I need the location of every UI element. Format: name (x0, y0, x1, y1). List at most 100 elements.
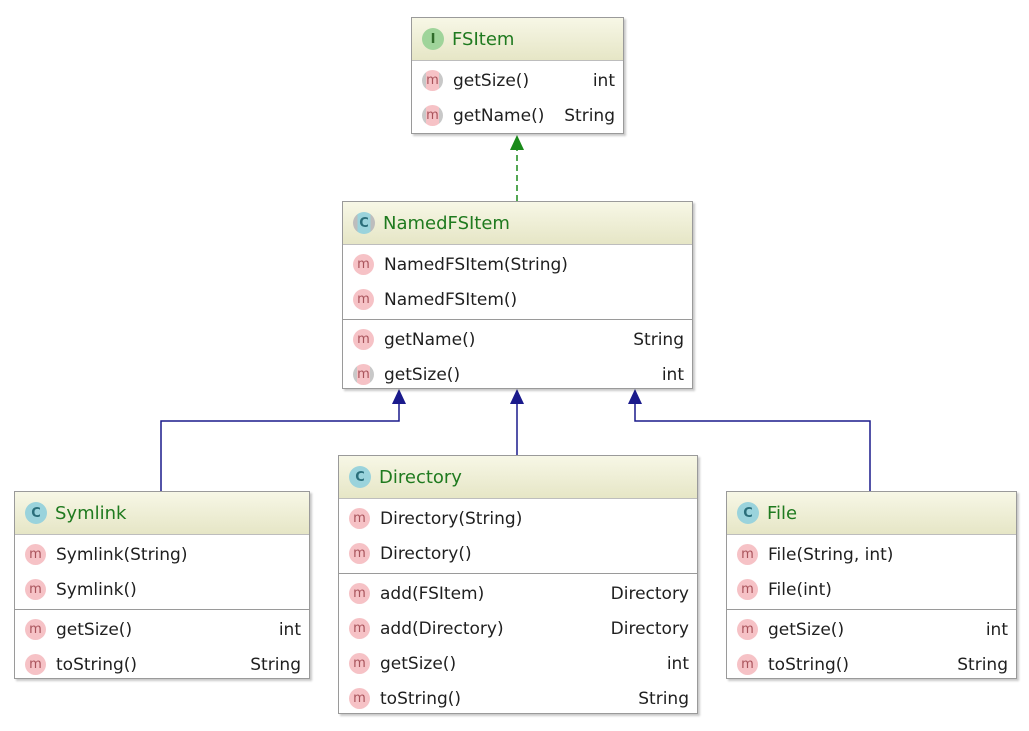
node-header: C File (727, 492, 1016, 535)
method-type: Directory (610, 583, 689, 604)
constructor-row[interactable]: m Directory(String) (339, 501, 697, 536)
method-name: add(FSItem) (380, 583, 485, 604)
constructor-row[interactable]: m NamedFSItem() (343, 282, 692, 317)
abstract-method-icon: m (422, 105, 443, 126)
method-icon: m (25, 579, 46, 600)
interface-icon: I (422, 28, 444, 50)
methods-section: m getName() String m getSize() int (343, 320, 692, 394)
node-header: C NamedFSItem (343, 202, 692, 245)
constructor-row[interactable]: m File(String, int) (727, 537, 1016, 572)
node-title: FSItem (452, 28, 515, 50)
method-icon: m (349, 583, 370, 604)
method-type: int (666, 653, 689, 674)
abstract-method-icon: m (422, 70, 443, 91)
method-type: int (661, 364, 684, 385)
node-file[interactable]: C File m File(String, int) m File(int) m… (726, 491, 1017, 679)
constructor-row[interactable]: m Directory() (339, 536, 697, 571)
method-type: String (638, 688, 689, 709)
method-icon: m (25, 544, 46, 565)
method-name: getName() (384, 329, 476, 350)
method-row[interactable]: m toString() String (339, 681, 697, 716)
method-icon: m (353, 289, 374, 310)
edge-extends-file (634, 404, 871, 491)
method-icon: m (349, 618, 370, 639)
method-row[interactable]: m getSize() int (339, 646, 697, 681)
abstract-class-icon: C (353, 212, 375, 234)
constructor-name: Directory() (380, 543, 472, 564)
constructor-row[interactable]: m File(int) (727, 572, 1016, 607)
node-title: Directory (379, 466, 462, 488)
method-row[interactable]: m toString() String (727, 647, 1016, 682)
method-icon: m (349, 653, 370, 674)
edge-extends-symlink (160, 404, 400, 491)
class-icon: C (737, 502, 759, 524)
methods-section: m getSize() int m getName() String (412, 61, 623, 135)
method-type: String (957, 654, 1008, 675)
method-type: int (278, 619, 301, 640)
constructor-name: File(int) (768, 579, 832, 600)
method-icon: m (25, 654, 46, 675)
method-name: getSize() (56, 619, 133, 640)
constructor-name: File(String, int) (768, 544, 894, 565)
node-symlink[interactable]: C Symlink m Symlink(String) m Symlink() … (14, 491, 310, 679)
node-header: C Directory (339, 456, 697, 499)
method-type: String (564, 105, 615, 126)
node-title: File (767, 502, 798, 524)
method-icon: m (737, 579, 758, 600)
method-name: getSize() (380, 653, 457, 674)
method-icon: m (349, 688, 370, 709)
constructor-row[interactable]: m Symlink() (15, 572, 309, 607)
method-name: getName() (453, 105, 545, 126)
method-icon: m (25, 619, 46, 640)
method-row[interactable]: m add(Directory) Directory (339, 611, 697, 646)
method-row[interactable]: m getName() String (412, 98, 623, 133)
node-directory[interactable]: C Directory m Directory(String) m Direct… (338, 455, 698, 714)
constructors-section: m Symlink(String) m Symlink() (15, 535, 309, 610)
node-title: Symlink (55, 502, 127, 524)
method-name: getSize() (768, 619, 845, 640)
node-fsitem[interactable]: I FSItem m getSize() int m getName() Str… (411, 17, 624, 134)
method-row[interactable]: m add(FSItem) Directory (339, 576, 697, 611)
method-type: int (592, 70, 615, 91)
constructors-section: m NamedFSItem(String) m NamedFSItem() (343, 245, 692, 320)
method-row[interactable]: m getSize() int (343, 357, 692, 392)
node-header: C Symlink (15, 492, 309, 535)
method-name: toString() (380, 688, 462, 709)
node-header: I FSItem (412, 18, 623, 61)
class-icon: C (25, 502, 47, 524)
arrowhead-file (628, 389, 642, 404)
method-name: getSize() (453, 70, 530, 91)
method-type: int (985, 619, 1008, 640)
constructor-row[interactable]: m Symlink(String) (15, 537, 309, 572)
methods-section: m add(FSItem) Directory m add(Directory)… (339, 574, 697, 718)
method-row[interactable]: m getSize() int (727, 612, 1016, 647)
method-type: String (633, 329, 684, 350)
method-row[interactable]: m getSize() int (412, 63, 623, 98)
method-name: getSize() (384, 364, 461, 385)
constructor-name: NamedFSItem() (384, 289, 518, 310)
method-name: toString() (56, 654, 138, 675)
arrowhead-implements (510, 135, 524, 150)
method-row[interactable]: m getName() String (343, 322, 692, 357)
arrowhead-directory (510, 389, 524, 404)
methods-section: m getSize() int m toString() String (727, 610, 1016, 684)
constructor-row[interactable]: m NamedFSItem(String) (343, 247, 692, 282)
method-name: add(Directory) (380, 618, 504, 639)
method-icon: m (349, 508, 370, 529)
constructor-name: NamedFSItem(String) (384, 254, 568, 275)
constructor-name: Symlink(String) (56, 544, 188, 565)
constructor-name: Directory(String) (380, 508, 523, 529)
method-icon: m (737, 619, 758, 640)
method-icon: m (349, 543, 370, 564)
methods-section: m getSize() int m toString() String (15, 610, 309, 684)
method-row[interactable]: m toString() String (15, 647, 309, 682)
method-icon: m (737, 654, 758, 675)
node-namedfsitem[interactable]: C NamedFSItem m NamedFSItem(String) m Na… (342, 201, 693, 389)
method-icon: m (353, 329, 374, 350)
method-row[interactable]: m getSize() int (15, 612, 309, 647)
constructors-section: m File(String, int) m File(int) (727, 535, 1016, 610)
method-icon: m (353, 254, 374, 275)
method-icon: m (737, 544, 758, 565)
abstract-method-icon: m (353, 364, 374, 385)
